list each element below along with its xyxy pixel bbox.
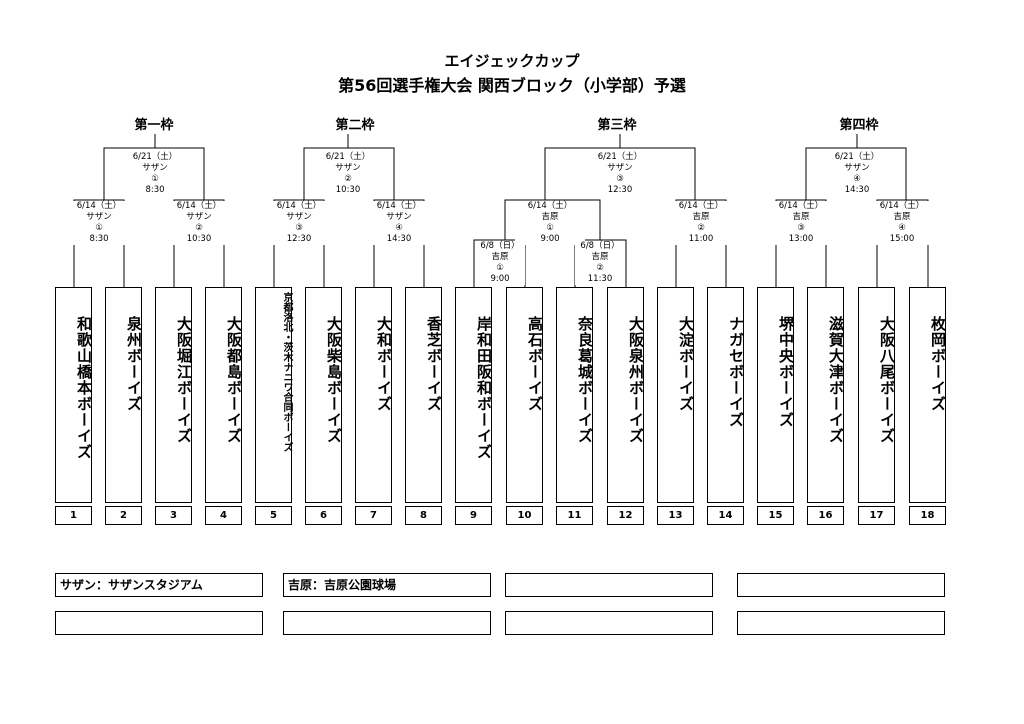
tournament-subtitle: 第56回選手権大会 関西ブロック（小学部）予選 bbox=[338, 76, 686, 95]
team-box-4: 大阪都島ボーイズ bbox=[205, 287, 243, 503]
team-name: 堺中央ボーイズ bbox=[777, 316, 795, 428]
team-box-7: 大和ボーイズ bbox=[355, 287, 393, 503]
tournament-title: エイジェックカップ bbox=[444, 52, 580, 70]
group-label-1: 第一枠 bbox=[134, 118, 174, 133]
team-name: 岸和田阪和ボーイズ bbox=[475, 316, 493, 460]
team-number-3: 3 bbox=[155, 506, 192, 525]
venue-legend-southern: サザン：サザンスタジアム bbox=[55, 573, 263, 597]
group-label-4: 第四枠 bbox=[839, 118, 879, 133]
team-box-16: 滋賀大津ボーイズ bbox=[807, 287, 845, 503]
team-number-5: 5 bbox=[255, 506, 292, 525]
team-name: 大阪柴島ボーイズ bbox=[325, 316, 343, 444]
team-number-13: 13 bbox=[657, 506, 694, 525]
team-number-7: 7 bbox=[355, 506, 392, 525]
team-box-11: 奈良葛城ボーイズ bbox=[556, 287, 594, 503]
note-box-1 bbox=[55, 611, 263, 635]
venue-legend-empty-3 bbox=[505, 573, 713, 597]
group-label-3: 第三枠 bbox=[597, 118, 637, 133]
team-number-6: 6 bbox=[305, 506, 342, 525]
team-number-11: 11 bbox=[556, 506, 593, 525]
team-name: 大阪八尾ボーイズ bbox=[878, 316, 896, 444]
team-box-13: 大淀ボーイズ bbox=[657, 287, 695, 503]
team-name: 泉州ボーイズ bbox=[125, 316, 143, 412]
team-name: 京都洛北・茨木ナニワ合同ボーイズ bbox=[281, 292, 292, 452]
team-box-5: 京都洛北・茨木ナニワ合同ボーイズ bbox=[255, 287, 292, 503]
team-name: 大和ボーイズ bbox=[375, 316, 393, 412]
team-name: 滋賀大津ボーイズ bbox=[827, 316, 845, 444]
venue-legend-empty-4 bbox=[737, 573, 945, 597]
team-name: 大阪都島ボーイズ bbox=[225, 316, 243, 444]
team-box-8: 香芝ボーイズ bbox=[405, 287, 443, 503]
team-name: 大阪泉州ボーイズ bbox=[627, 316, 645, 444]
team-box-6: 大阪柴島ボーイズ bbox=[305, 287, 343, 503]
team-box-2: 泉州ボーイズ bbox=[105, 287, 143, 503]
team-name: 香芝ボーイズ bbox=[425, 316, 443, 412]
group-label-2: 第二枠 bbox=[335, 118, 375, 133]
team-name: ナガセボーイズ bbox=[727, 316, 745, 428]
team-box-17: 大阪八尾ボーイズ bbox=[858, 287, 896, 503]
team-name: 大阪堀江ボーイズ bbox=[175, 316, 193, 444]
team-number-4: 4 bbox=[205, 506, 242, 525]
team-box-3: 大阪堀江ボーイズ bbox=[155, 287, 193, 503]
team-name: 奈良葛城ボーイズ bbox=[576, 316, 594, 444]
team-box-14: ナガセボーイズ bbox=[707, 287, 745, 503]
team-box-1: 和歌山橋本ボーイズ bbox=[55, 287, 93, 503]
team-number-14: 14 bbox=[707, 506, 744, 525]
note-box-3 bbox=[505, 611, 713, 635]
team-name: 大淀ボーイズ bbox=[677, 316, 695, 412]
team-box-9: 岸和田阪和ボーイズ bbox=[455, 287, 493, 503]
team-number-18: 18 bbox=[909, 506, 946, 525]
team-number-16: 16 bbox=[807, 506, 844, 525]
team-box-10: 高石ボーイズ bbox=[506, 287, 544, 503]
team-number-12: 12 bbox=[607, 506, 644, 525]
note-box-4 bbox=[737, 611, 945, 635]
team-box-15: 堺中央ボーイズ bbox=[757, 287, 795, 503]
team-name: 枚岡ボーイズ bbox=[929, 316, 947, 412]
team-number-17: 17 bbox=[858, 506, 895, 525]
team-number-15: 15 bbox=[757, 506, 794, 525]
team-number-1: 1 bbox=[55, 506, 92, 525]
team-number-9: 9 bbox=[455, 506, 492, 525]
team-number-10: 10 bbox=[506, 506, 543, 525]
team-number-2: 2 bbox=[105, 506, 142, 525]
team-box-12: 大阪泉州ボーイズ bbox=[607, 287, 645, 503]
team-number-8: 8 bbox=[405, 506, 442, 525]
team-name: 高石ボーイズ bbox=[526, 316, 544, 412]
venue-legend-yoshihara: 吉原：吉原公園球場 bbox=[283, 573, 491, 597]
note-box-2 bbox=[283, 611, 491, 635]
team-name: 和歌山橋本ボーイズ bbox=[75, 316, 93, 460]
team-box-18: 枚岡ボーイズ bbox=[909, 287, 947, 503]
